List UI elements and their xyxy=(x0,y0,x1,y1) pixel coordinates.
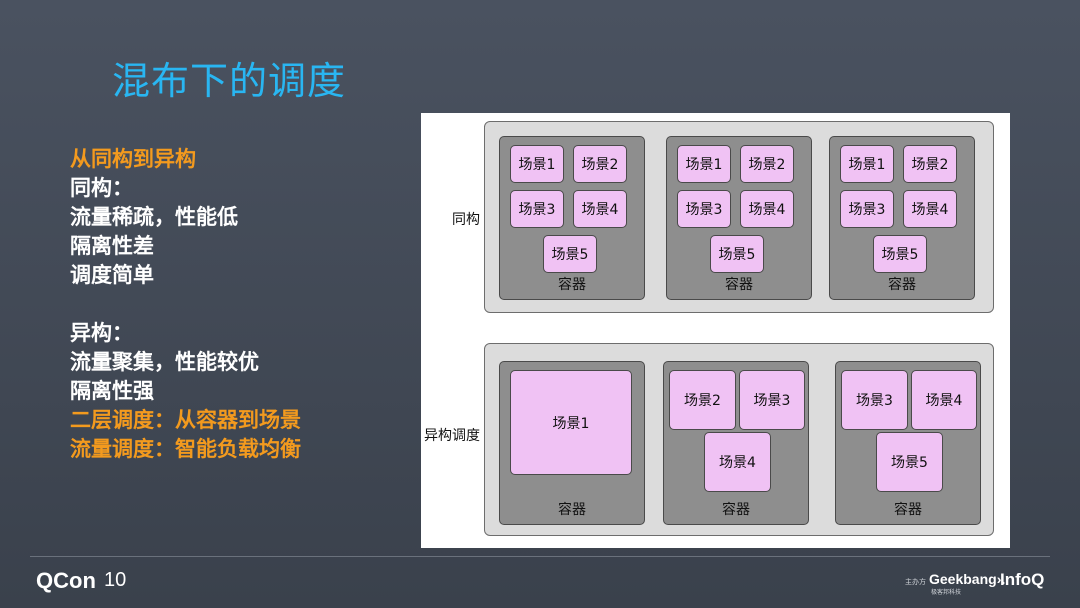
scene-box: 场景4 xyxy=(740,190,794,228)
scene-box: 场景1 xyxy=(840,145,894,183)
container-label: 容器 xyxy=(894,502,922,518)
scene-box: 场景2 xyxy=(669,370,736,430)
container: 场景2 场景3 场景4 容器 xyxy=(663,361,809,525)
scene-box: 场景4 xyxy=(903,190,957,228)
host-label: 主办方 xyxy=(905,578,926,586)
bullet-item-highlight: 二层调度：从容器到场景 xyxy=(70,408,301,432)
scene-box: 场景2 xyxy=(740,145,794,183)
bullet-item: 隔离性强 xyxy=(70,379,154,403)
scene-box: 场景4 xyxy=(573,190,627,228)
container: 场景3 场景4 场景5 容器 xyxy=(835,361,981,525)
container-label: 容器 xyxy=(558,502,586,518)
scene-box: 场景3 xyxy=(739,370,805,430)
bullet-spacer xyxy=(70,290,400,319)
group-homogeneous: 场景1 场景2 场景3 场景4 场景5 容器 场景1 场景2 场景3 场景4 场… xyxy=(484,121,994,313)
scene-box: 场景4 xyxy=(704,432,771,492)
scheduling-diagram: 同构 场景1 场景2 场景3 场景4 场景5 容器 场景1 场景2 场景3 场景… xyxy=(421,113,1010,548)
row-label-heterogeneous: 异构调度 xyxy=(424,428,480,444)
bullet-item-highlight: 流量调度：智能负载均衡 xyxy=(70,437,301,461)
footer-divider xyxy=(30,556,1050,557)
scene-box: 场景3 xyxy=(841,370,908,430)
bullet-item: 调度简单 xyxy=(70,263,154,287)
qcon-10-mark: 10 xyxy=(104,569,127,591)
scene-box-large: 场景1 xyxy=(510,370,632,475)
container-label: 容器 xyxy=(888,277,916,293)
scene-box: 场景3 xyxy=(510,190,564,228)
scene-box: 场景5 xyxy=(873,235,927,273)
container-label: 容器 xyxy=(725,277,753,293)
scene-box: 场景1 xyxy=(677,145,731,183)
bullet-homogeneous: 同构： xyxy=(70,176,133,200)
scene-box: 场景3 xyxy=(677,190,731,228)
bullet-item: 流量稀疏，性能低 xyxy=(70,205,238,229)
scene-box: 场景5 xyxy=(876,432,943,492)
bullet-list: 从同构到异构 同构： 流量稀疏，性能低 隔离性差 调度简单 异构： 流量聚集，性… xyxy=(70,145,400,464)
container: 场景1 场景2 场景3 场景4 场景5 容器 xyxy=(499,136,645,300)
scene-box: 场景4 xyxy=(911,370,977,430)
scene-box: 场景2 xyxy=(573,145,627,183)
scene-box: 场景3 xyxy=(840,190,894,228)
bullet-heterogeneous: 异构： xyxy=(70,321,133,345)
geekbang-logo: Geekbang›. xyxy=(929,571,1006,587)
qcon-logo: QCon xyxy=(36,568,96,593)
container-label: 容器 xyxy=(558,277,586,293)
geekbang-subtitle: 极客邦科技 xyxy=(931,589,962,596)
scene-box: 场景1 xyxy=(510,145,564,183)
group-heterogeneous: 场景1 容器 场景2 场景3 场景4 容器 场景3 场景4 场景5 容器 xyxy=(484,343,994,536)
scene-box: 场景2 xyxy=(903,145,957,183)
bullet-heading: 从同构到异构 xyxy=(70,147,196,171)
scene-box: 场景5 xyxy=(710,235,764,273)
bullet-item: 隔离性差 xyxy=(70,234,154,258)
row-label-homogeneous: 同构 xyxy=(452,212,480,228)
container: 场景1 容器 xyxy=(499,361,645,525)
container: 场景1 场景2 场景3 场景4 场景5 容器 xyxy=(666,136,812,300)
infoq-logo: InfoQ xyxy=(1000,570,1045,589)
bullet-item: 流量聚集，性能较优 xyxy=(70,350,259,374)
slide-title: 混布下的调度 xyxy=(112,59,347,103)
container: 场景1 场景2 场景3 场景4 场景5 容器 xyxy=(829,136,975,300)
scene-box: 场景5 xyxy=(543,235,597,273)
container-label: 容器 xyxy=(722,502,750,518)
